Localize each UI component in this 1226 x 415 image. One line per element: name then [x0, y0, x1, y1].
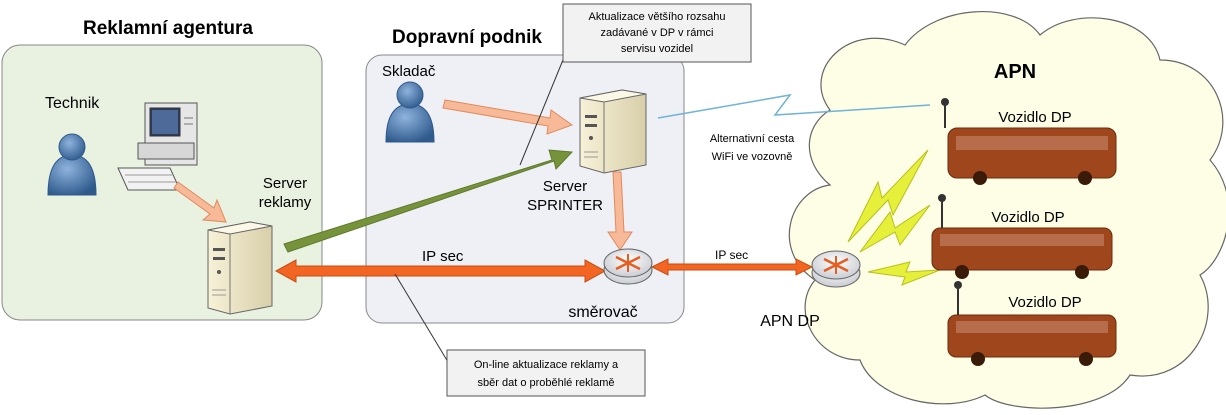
ipsec-right-label: IP sec	[715, 248, 748, 262]
wifi-label-2: WiFi ve vozovně	[712, 151, 793, 163]
wifi-link-line	[657, 93, 931, 119]
ad-server-to-sprinter-arrow	[283, 149, 574, 253]
callout-top-leader	[519, 54, 566, 166]
callout-top-line-3: servisu vozidel	[621, 43, 693, 55]
vehicle-label-3: Vozidlo DP	[1008, 294, 1081, 311]
workstation-icon	[117, 102, 198, 191]
callout-bottom-line-2: sběr dat o proběhlé reklamě	[478, 377, 615, 389]
sprinter-server-label-1: Server	[543, 178, 587, 195]
callout-bottom-line-1: On-line aktualizace reklamy a	[474, 359, 619, 371]
callout-top-line-2: zadávané v DP v rámci	[601, 27, 714, 39]
vehicle-label-1: Vozidlo DP	[998, 109, 1071, 126]
technician-label: Technik	[45, 95, 100, 112]
ipsec-left-label: IP sec	[422, 248, 464, 265]
transport-title: Dopravní podnik	[392, 27, 542, 48]
router-label: směrovač	[568, 304, 637, 321]
stacker-to-sprinter-arrow	[442, 99, 574, 135]
sprinter-to-router-arrow	[607, 171, 633, 251]
callout-top-box	[562, 3, 752, 63]
apn-router-label: APN DP	[760, 313, 820, 330]
callout-top-line-1: Aktualizace většího rozsahu	[589, 11, 726, 23]
callout-top: Aktualizace většího rozsahu zadávané v D…	[519, 3, 752, 166]
bus-3: Vozidlo DP	[947, 281, 1117, 366]
technician-to-ad-server-arrow	[173, 181, 227, 223]
ad-server-label-1: Server	[263, 175, 307, 192]
vehicle-label-2: Vozidlo DP	[991, 209, 1064, 226]
apn-title: APN	[994, 61, 1036, 83]
ad-server-icon	[207, 221, 273, 315]
callout-bottom: On-line aktualizace reklamy a sběr dat o…	[394, 273, 646, 397]
ad-server-label-2: reklamy	[259, 194, 312, 211]
stacker-person-icon	[385, 81, 435, 143]
bus-1: Vozidlo DP	[941, 98, 1117, 185]
technician-person-icon	[47, 133, 97, 196]
router-icon	[603, 248, 653, 285]
agency-title: Reklamní agentura	[83, 18, 253, 39]
wifi-label-1: Alternativní cesta	[710, 133, 795, 145]
sprinter-server-icon	[579, 89, 647, 174]
callout-bottom-leader	[394, 273, 449, 363]
lightning-bolt-1	[847, 149, 929, 243]
lightning-bolt-2	[859, 204, 931, 253]
bus-2: Vozidlo DP	[931, 194, 1113, 279]
apn-router-icon	[811, 250, 861, 288]
sprinter-server-label-2: SPRINTER	[527, 197, 603, 214]
callout-bottom-box	[446, 349, 646, 397]
stacker-label: Skladač	[382, 63, 436, 80]
